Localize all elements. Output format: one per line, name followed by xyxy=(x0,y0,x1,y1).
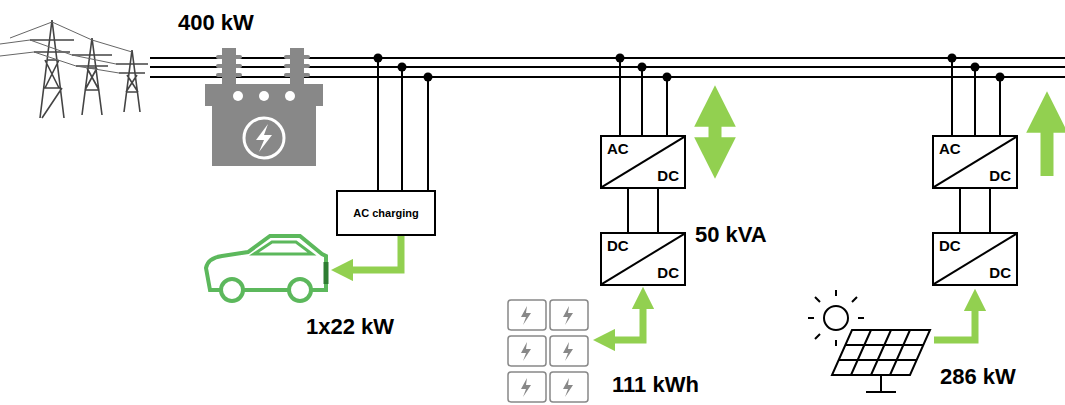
rating-label: 286 kW xyxy=(940,364,1016,390)
converter-box: DC DC xyxy=(600,232,686,286)
node-text: DC xyxy=(939,237,961,254)
bus-bars xyxy=(150,58,1065,77)
tap-dots xyxy=(374,54,1005,82)
charger-box: AC charging xyxy=(336,190,436,236)
rating-label: 111 kWh xyxy=(612,372,699,398)
node-text: DC xyxy=(989,264,1011,281)
converter-box: AC DC xyxy=(932,135,1018,189)
node-text: AC xyxy=(939,140,961,157)
node-text: AC xyxy=(607,140,629,157)
rating-label: 50 kVA xyxy=(695,222,767,248)
node-text: DC xyxy=(607,237,629,254)
transformer xyxy=(205,48,323,166)
battery-icon xyxy=(508,300,588,402)
power-towers xyxy=(0,20,148,118)
node-text: DC xyxy=(989,167,1011,184)
solar-panel xyxy=(808,290,930,392)
rating-label: 1x22 kW xyxy=(306,314,394,340)
dc-link xyxy=(628,189,658,232)
converter-box: DC DC xyxy=(932,232,1018,286)
tap-wires xyxy=(378,58,1000,190)
dc-link xyxy=(960,189,990,232)
node-text: DC xyxy=(657,264,679,281)
car-icon xyxy=(206,236,326,301)
flow-arrows xyxy=(342,106,1047,340)
node-text: DC xyxy=(657,167,679,184)
node-text: AC charging xyxy=(353,207,418,219)
rating-label: 400 kW xyxy=(178,10,254,36)
converter-box: AC DC xyxy=(600,135,686,189)
